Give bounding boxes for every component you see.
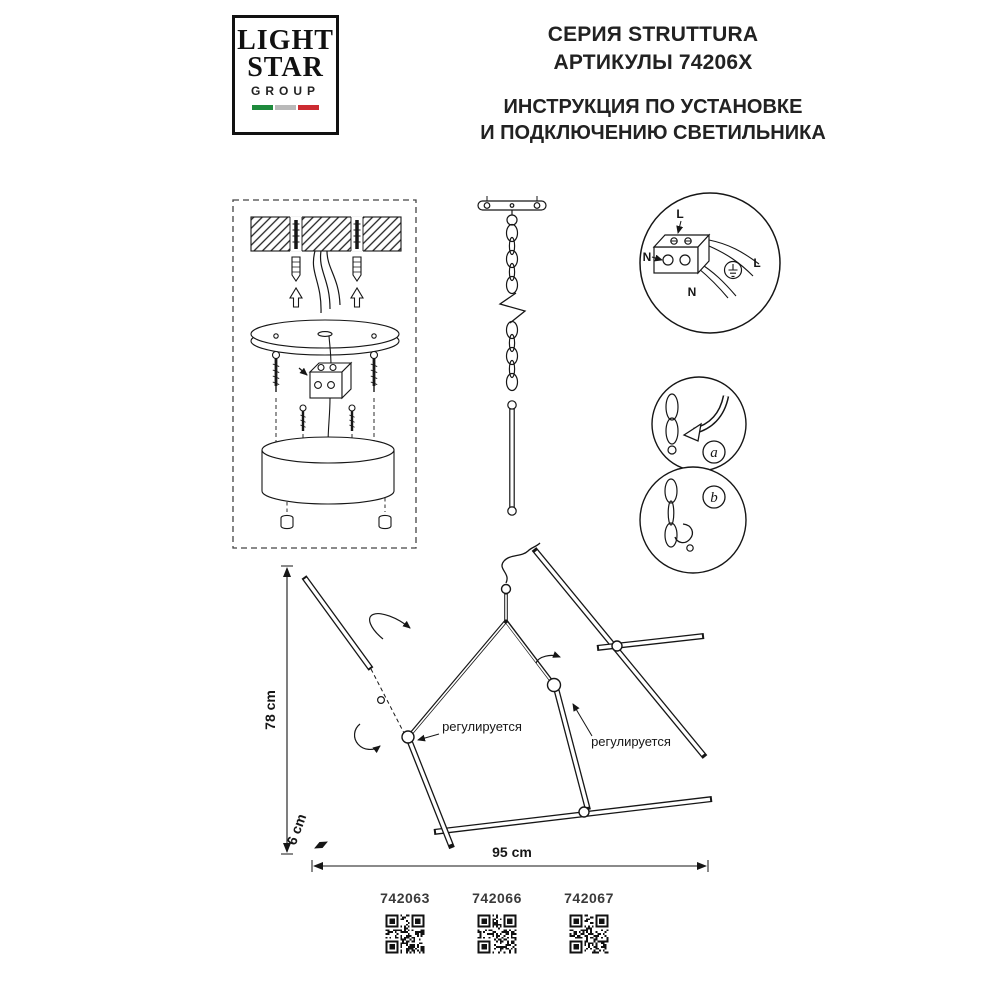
detail-a-view — [651, 376, 747, 472]
connector-link — [377, 695, 386, 704]
qr-code-label: 742066 — [472, 890, 522, 906]
mounting-plate — [250, 319, 400, 356]
suspension-parts — [477, 196, 547, 516]
chain-lower — [505, 320, 519, 392]
label-l-top: L — [676, 207, 683, 221]
rotate-arrow-icon — [353, 723, 381, 754]
dimension-width: 95 cm — [311, 844, 709, 872]
qr-code-label: 742067 — [564, 890, 614, 906]
height-value: 78 cm — [262, 690, 278, 730]
label-a: a — [710, 445, 718, 461]
qr-code-label: 742063 — [380, 890, 430, 906]
canopy-cylinder — [261, 436, 395, 505]
qr-code-image — [566, 911, 612, 957]
instruction-line-1: ИНСТРУКЦИЯ ПО УСТАНОВКЕ — [503, 96, 803, 118]
wiring-terminal-block — [652, 233, 711, 275]
label-l-right: L — [753, 256, 760, 270]
series-title: СЕРИЯ STRUTTURA — [547, 23, 759, 46]
chain-break-symbol — [498, 292, 527, 324]
hanger-loop — [500, 583, 512, 595]
width-value: 95 cm — [492, 844, 532, 860]
label-b: b — [710, 490, 718, 506]
articles-title: АРТИКУЛЫ 74206X — [553, 51, 753, 74]
logo-word-group: GROUP — [250, 84, 320, 98]
y-hanger — [407, 593, 555, 738]
cap-nut-left — [280, 502, 294, 530]
rods — [301, 547, 713, 850]
suspension-rod — [507, 400, 517, 516]
rotate-arrow-icon — [535, 651, 561, 664]
detail-circles: a b — [639, 376, 747, 574]
flag-green-bar — [252, 105, 273, 110]
qr-item-3: 742067 — [544, 890, 634, 962]
label-n-left: N — [643, 250, 652, 264]
arrow-up-icon — [289, 286, 303, 308]
detail-b-view — [639, 466, 747, 574]
detail-label-b: b — [702, 485, 726, 509]
screw-left — [271, 350, 281, 442]
anchor-right — [352, 256, 362, 282]
arrow-up-icon — [350, 286, 364, 308]
chain-upper — [505, 223, 519, 295]
ceiling-wires — [312, 250, 341, 314]
adjustable-label-left: регулируется — [442, 719, 522, 734]
italian-flag-icon — [252, 105, 319, 110]
instruction-title: ИНСТРУКЦИЯ ПО УСТАНОВКЕ И ПОДКЛЮЧЕНИЮ СВ… — [420, 94, 886, 146]
detail-label-a: a — [702, 440, 726, 464]
flag-red-bar — [298, 105, 319, 110]
power-cord — [501, 542, 541, 584]
screw-lower-left — [299, 404, 307, 445]
logo-word-star: STAR — [247, 52, 324, 83]
terminal-block — [298, 335, 353, 400]
lightstar-logo: LIGHT STAR GROUP — [232, 15, 339, 135]
label-n-bottom: N — [688, 285, 697, 299]
chandelier-diagram: 78 cm 95 cm 6 cm регулируется регулирует… — [262, 542, 713, 872]
ceiling-mount-diagram — [232, 199, 417, 549]
anchor-left — [291, 256, 301, 282]
dimension-height: 78 cm — [262, 565, 293, 855]
logo-word-light: LIGHT — [237, 25, 334, 56]
ceiling-bracket — [477, 196, 547, 226]
cap-nut-right — [378, 498, 392, 530]
instruction-line-2: И ПОДКЛЮЧЕНИЮ СВЕТИЛЬНИКА — [480, 122, 826, 144]
wiring-detail: L N L N — [639, 192, 781, 334]
qr-item-1: 742063 — [360, 890, 450, 962]
adjustable-label-right: регулируется — [591, 734, 671, 749]
screw-right — [369, 350, 379, 442]
flag-gray-bar — [275, 105, 296, 110]
ball-joints — [401, 640, 623, 818]
rotate-arrow-icon — [369, 613, 411, 640]
qr-code-image — [474, 911, 520, 957]
document-header: СЕРИЯ STRUTTURA АРТИКУЛЫ 74206X — [430, 21, 876, 77]
dimension-diameter: 6 cm — [283, 812, 328, 849]
qr-code-image — [382, 911, 428, 957]
ground-symbol-icon — [723, 260, 743, 280]
qr-item-2: 742066 — [452, 890, 542, 962]
